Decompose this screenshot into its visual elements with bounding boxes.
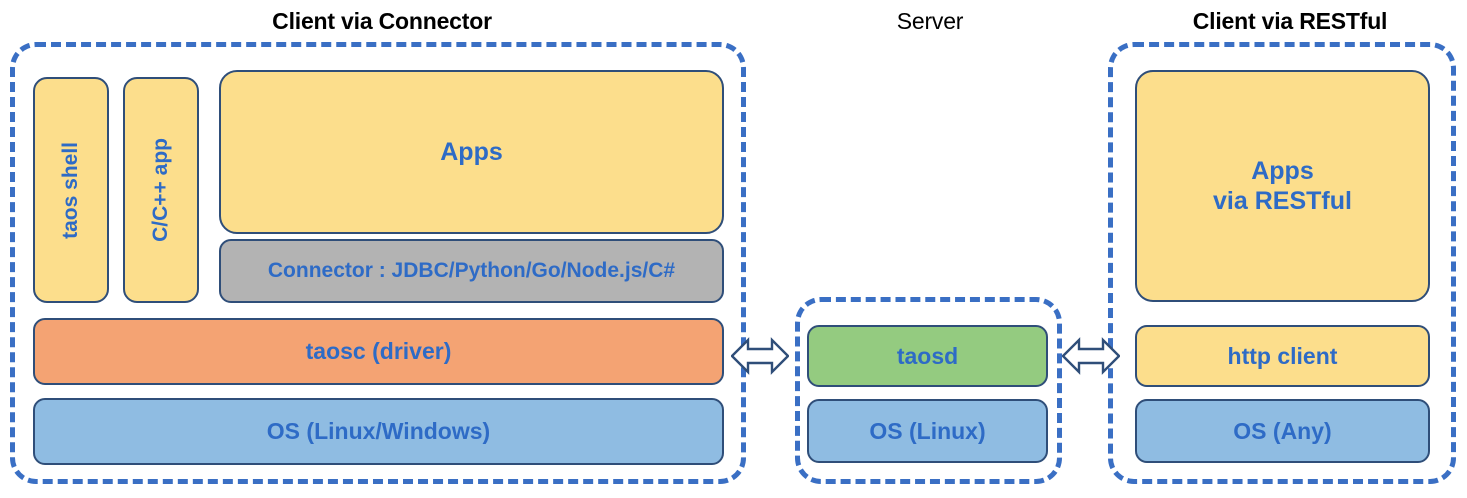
group-client-via-restful	[1108, 42, 1456, 484]
section-title-client-restful: Client via RESTful	[1192, 8, 1388, 34]
block-apps-via-restful[interactable]: Apps via RESTful	[1135, 70, 1430, 302]
block-os-any[interactable]: OS (Any)	[1135, 399, 1430, 463]
section-title-client-connector: Client via Connector	[272, 8, 492, 34]
block-connector-libraries[interactable]: Connector : JDBC/Python/Go/Node.js/C#	[219, 239, 724, 303]
block-os-linux-windows[interactable]: OS (Linux/Windows)	[33, 398, 724, 465]
group-client-via-connector	[10, 42, 746, 484]
double-headed-arrow-icon-left	[731, 330, 789, 382]
block-taos-shell-label: taos shell	[59, 141, 83, 239]
group-server	[795, 297, 1062, 484]
block-c-cpp-app-label: C/C++ app	[149, 138, 173, 242]
block-c-cpp-app[interactable]: C/C++ app	[123, 77, 199, 303]
block-taosc-driver[interactable]: taosc (driver)	[33, 318, 724, 385]
block-taos-shell[interactable]: taos shell	[33, 77, 109, 303]
block-http-client[interactable]: http client	[1135, 325, 1430, 387]
section-title-server: Server	[896, 8, 964, 34]
block-os-linux[interactable]: OS (Linux)	[807, 399, 1048, 463]
block-apps[interactable]: Apps	[219, 70, 724, 234]
double-headed-arrow-icon-right	[1062, 330, 1120, 382]
block-taosd[interactable]: taosd	[807, 325, 1048, 387]
